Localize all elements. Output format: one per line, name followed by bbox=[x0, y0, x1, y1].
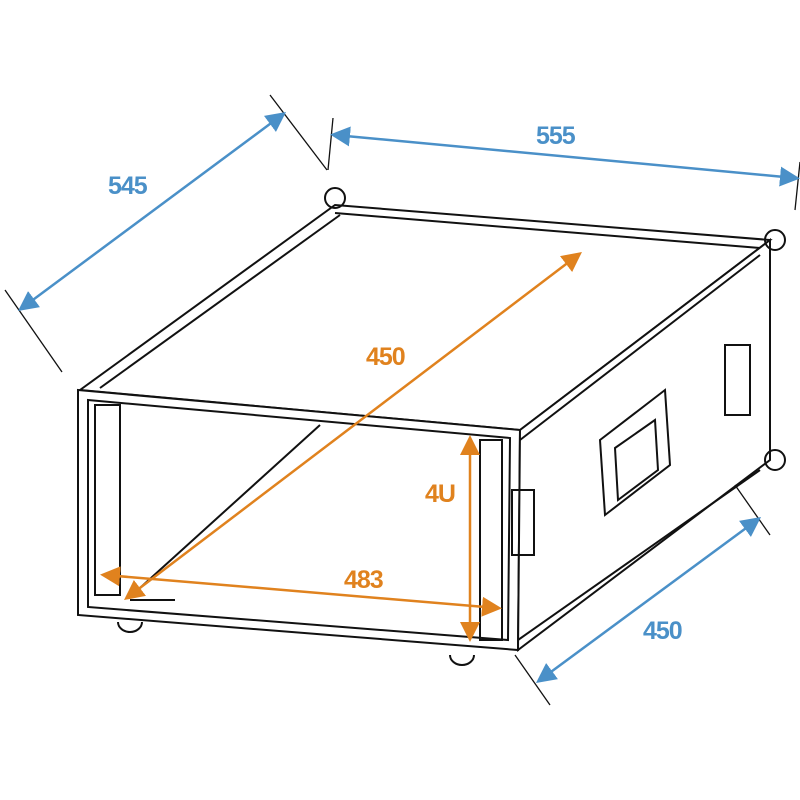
dim-label-555: 555 bbox=[536, 122, 576, 150]
dim-arrow-483 bbox=[100, 566, 502, 617]
dim-label-4u: 4U bbox=[425, 480, 456, 508]
ext-line bbox=[4, 289, 63, 373]
dim-arrow-555 bbox=[330, 126, 800, 187]
case-body bbox=[77, 187, 786, 666]
dim-arrow-545 bbox=[17, 112, 287, 311]
dim-label-545: 545 bbox=[108, 172, 148, 200]
dim-arrow-450-side bbox=[535, 517, 762, 683]
dim-label-483: 483 bbox=[344, 566, 384, 594]
dim-label-450-inner: 450 bbox=[366, 343, 406, 371]
dim-arrow-450-inner bbox=[124, 251, 582, 601]
dim-label-450-side: 450 bbox=[643, 617, 683, 645]
